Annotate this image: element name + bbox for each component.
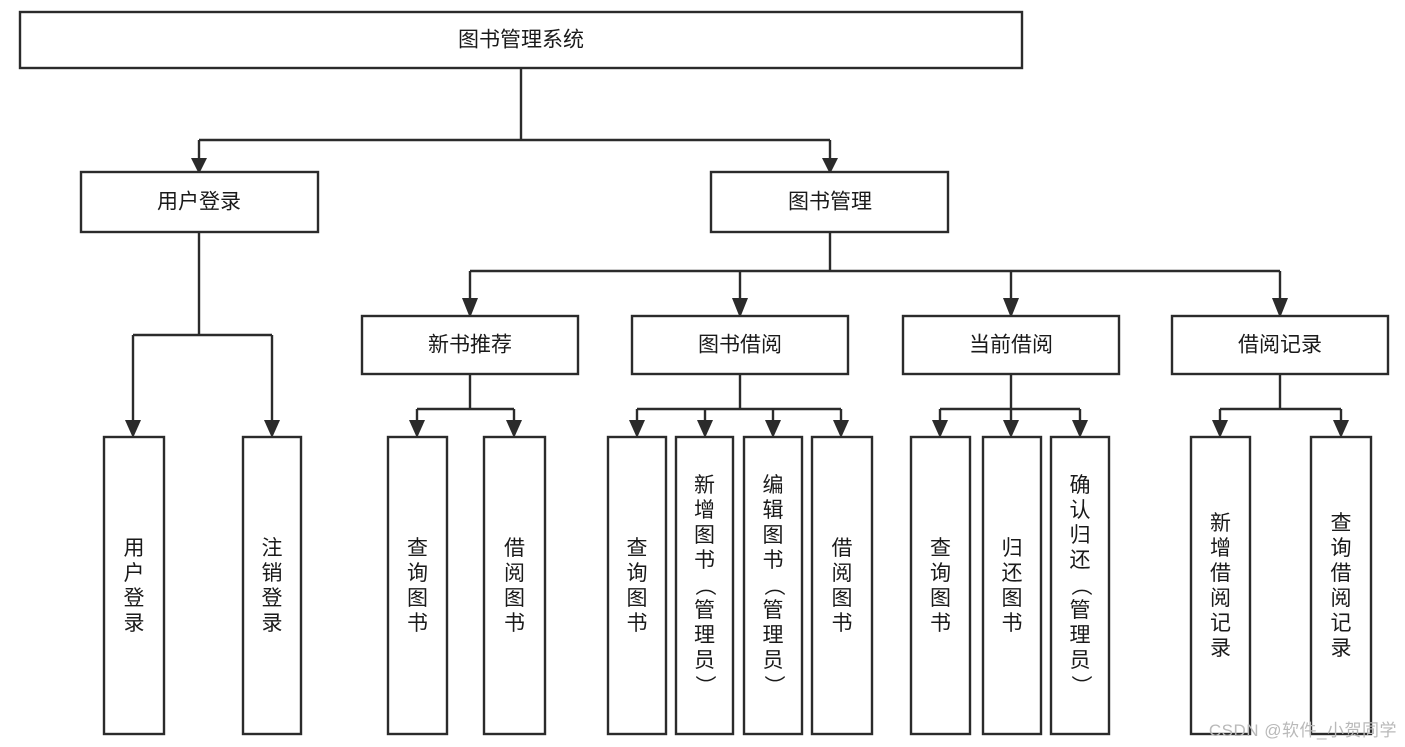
node-leaf-confirm-return[interactable] [1049,435,1111,736]
arrow-head-leaf-edit-book [765,420,781,438]
arrow-head-leaf-user-login [125,420,141,438]
label-current-borrow: 当前借阅 [969,334,1053,357]
node-leaf-edit-book[interactable] [742,435,804,736]
label-book-management: 图书管理 [788,191,872,214]
node-new-book-recommend[interactable] [360,314,580,376]
node-leaf-query-book-1[interactable] [386,435,449,736]
arrow-head-leaf-add-record [1212,420,1228,438]
node-root[interactable] [18,10,1024,70]
label-book-borrow: 图书借阅 [698,334,782,357]
node-book-management[interactable] [709,170,950,234]
arrow-head-user-login [191,158,207,174]
arrow-head-borrow-record [1272,298,1288,318]
horizontal-labels-layer: 图书管理系统 用户登录 图书管理 新书推荐 图书借阅 当前借阅 借阅记录 [157,29,1322,357]
node-leaf-borrow-book-2[interactable] [810,435,874,736]
connectors-layer [125,68,1349,438]
node-borrow-record[interactable] [1170,314,1390,376]
watermark: CSDN @软件_小贺同学 [1208,721,1397,740]
arrow-head-leaf-confirm-return [1072,420,1088,438]
arrow-head-leaf-query-record [1333,420,1349,438]
arrow-head-current-borrow [1003,298,1019,318]
nodes-layer [18,10,1390,736]
node-leaf-query-book-3[interactable] [909,435,972,736]
label-root: 图书管理系统 [458,29,584,52]
arrow-head-leaf-query-book-3 [932,420,948,438]
arrow-head-leaf-query-book-2 [629,420,645,438]
node-leaf-user-login[interactable] [102,435,166,736]
node-leaf-query-record[interactable] [1309,435,1373,736]
arrow-head-new-book-recommend [462,298,478,318]
label-user-login: 用户登录 [157,191,241,214]
arrow-head-leaf-add-book [697,420,713,438]
arrow-head-leaf-borrow-book-2 [833,420,849,438]
arrow-head-leaf-borrow-book-1 [506,420,522,438]
node-leaf-add-record[interactable] [1189,435,1252,736]
label-new-book-recommend: 新书推荐 [428,334,512,357]
node-leaf-borrow-book-1[interactable] [482,435,547,736]
node-current-borrow[interactable] [901,314,1121,376]
node-book-borrow[interactable] [630,314,850,376]
node-user-login[interactable] [79,170,320,234]
label-borrow-record: 借阅记录 [1238,334,1322,357]
arrow-head-book-borrow [732,298,748,318]
arrow-head-leaf-query-book-1 [409,420,425,438]
node-leaf-logout[interactable] [241,435,303,736]
arrow-head-leaf-logout [264,420,280,438]
node-leaf-add-book[interactable] [674,435,735,736]
arrow-head-leaf-return-book [1003,420,1019,438]
node-leaf-query-book-2[interactable] [606,435,668,736]
node-leaf-return-book[interactable] [981,435,1043,736]
arrow-head-book-management [822,158,838,174]
